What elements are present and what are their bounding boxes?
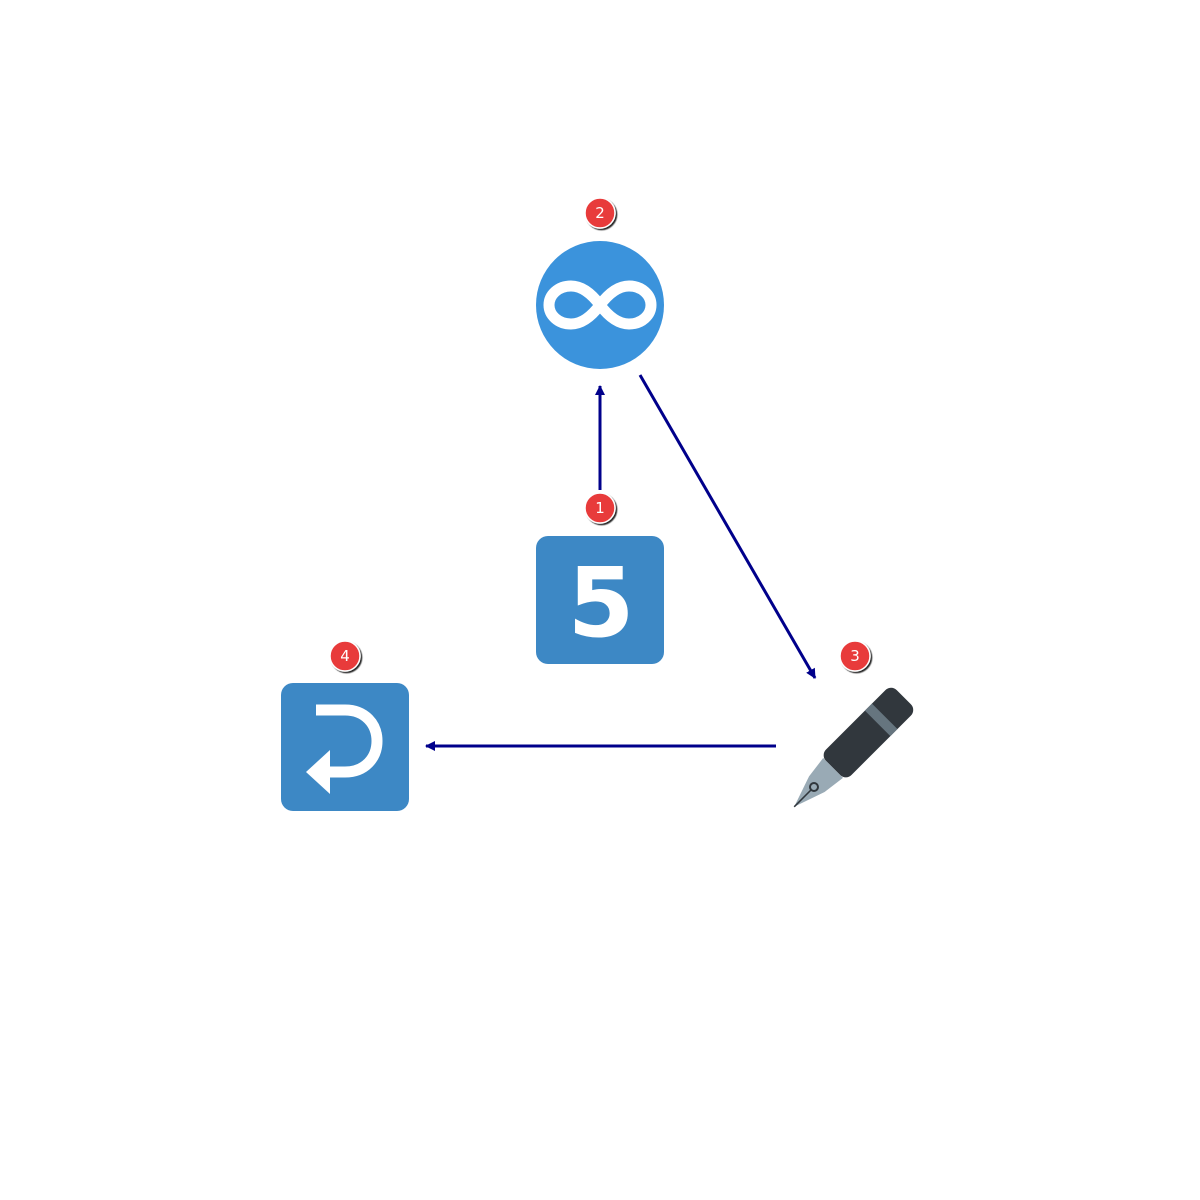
return-tile bbox=[281, 683, 409, 811]
node-return[interactable] bbox=[281, 683, 409, 811]
badge-4-label: 4 bbox=[340, 647, 350, 665]
infinity-icon bbox=[543, 280, 657, 330]
badge-3-label: 3 bbox=[850, 647, 860, 665]
fountain-pen-icon bbox=[793, 687, 914, 808]
edges bbox=[425, 374, 817, 751]
badge-1: 1 bbox=[584, 492, 616, 524]
badge-3: 3 bbox=[839, 640, 871, 672]
badge-4: 4 bbox=[329, 640, 361, 672]
node-five[interactable]: 5 bbox=[536, 536, 664, 664]
badge-1-label: 1 bbox=[595, 499, 605, 517]
node-pen[interactable] bbox=[781, 684, 916, 819]
edge-infinity-to-pen bbox=[638, 374, 817, 679]
keycap-five-icon bbox=[536, 536, 664, 664]
node-infinity[interactable] bbox=[536, 241, 664, 369]
badge-2: 2 bbox=[584, 197, 616, 229]
return-arrow-head bbox=[306, 750, 330, 794]
return-arrow-icon bbox=[316, 704, 383, 778]
keycap-five-glyph: 5 bbox=[568, 547, 635, 659]
badge-2-label: 2 bbox=[595, 204, 605, 222]
